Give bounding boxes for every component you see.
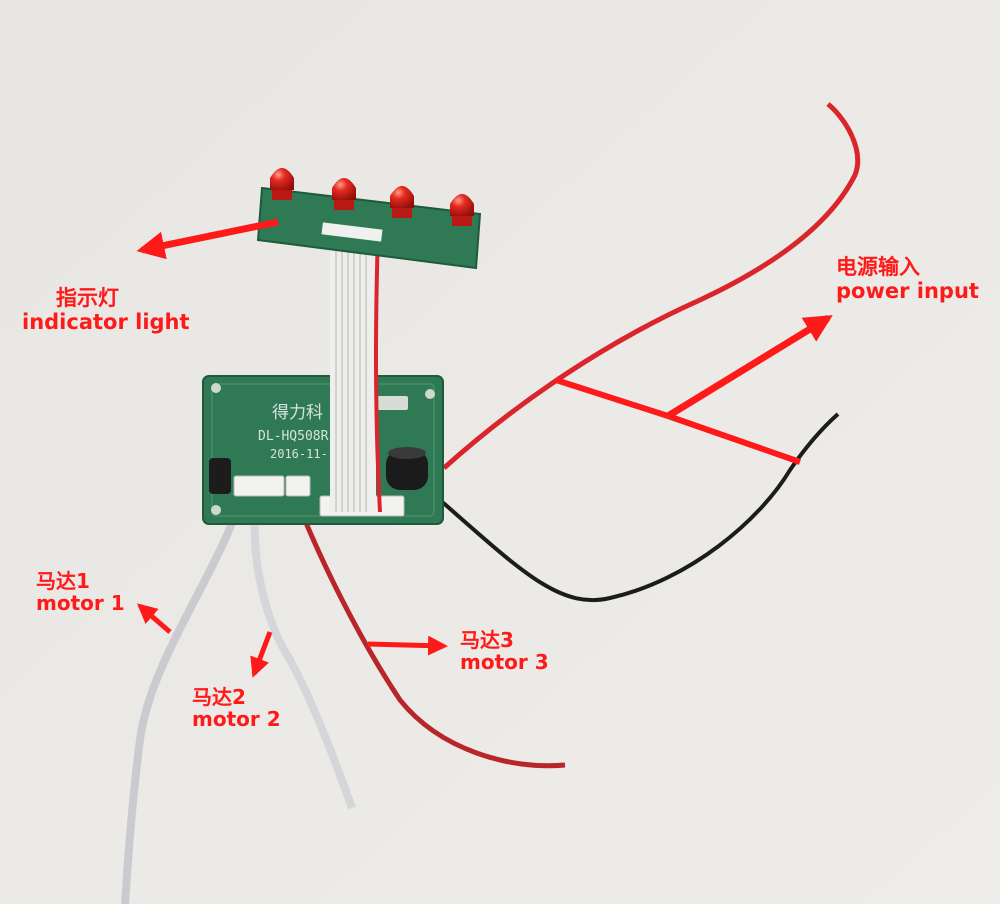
power-input-label: 电源输入 power input <box>836 255 979 303</box>
motor-3-zh: 马达3 <box>460 628 514 652</box>
motor-1-label: 马达1 motor 1 <box>36 570 125 615</box>
led-board <box>256 168 482 270</box>
indicator-light-en: indicator light <box>22 309 190 334</box>
power-input-zh: 电源输入 <box>836 255 920 279</box>
pcb-model-text: DL-HQ508R <box>258 429 329 444</box>
pcb-date-text: 2016-11- <box>270 447 328 461</box>
power-bracket-top <box>555 377 669 419</box>
motor-1-zh: 马达1 <box>36 569 90 593</box>
motor-1-arrow <box>136 603 172 634</box>
ribbon-cable <box>330 231 382 513</box>
motor-3-wire <box>293 497 566 769</box>
motor-2-label: 马达2 motor 2 <box>192 686 281 731</box>
power-bracket-bottom <box>667 413 801 465</box>
motor-3-en: motor 3 <box>460 650 549 675</box>
led-2 <box>332 178 356 210</box>
motor-1-2-connector <box>233 475 285 497</box>
motor-3-label: 马达3 motor 3 <box>460 629 549 674</box>
annotation-arrows <box>136 218 833 678</box>
black-power-wire <box>438 412 840 603</box>
power-input-en: power input <box>836 278 979 303</box>
main-pcb: 得力科 DL-HQ508R 2016-11- <box>202 375 444 525</box>
red-power-wire <box>442 102 861 470</box>
indicator-light-zh: 指示灯 <box>56 286 119 310</box>
motor-1-en: motor 1 <box>36 591 125 616</box>
motor-1-wire <box>121 498 244 904</box>
motor-2-wire <box>250 499 356 810</box>
small-component <box>209 458 231 494</box>
led-4 <box>450 194 474 226</box>
indicator-light-label: 指示灯 indicator light <box>22 286 190 334</box>
crystal <box>374 396 408 410</box>
motor-2-arrow <box>250 631 273 678</box>
pcb-brand-text: 得力科 <box>272 403 323 423</box>
motor-3-connector <box>285 475 311 497</box>
indicator-arrow <box>136 218 279 260</box>
power-arrow <box>666 315 833 419</box>
led-1 <box>270 168 294 200</box>
motor-3-arrow <box>367 635 448 656</box>
led-3 <box>390 186 414 218</box>
motor-2-en: motor 2 <box>192 707 281 732</box>
capacitor <box>386 450 428 490</box>
motor-2-zh: 马达2 <box>192 685 246 709</box>
